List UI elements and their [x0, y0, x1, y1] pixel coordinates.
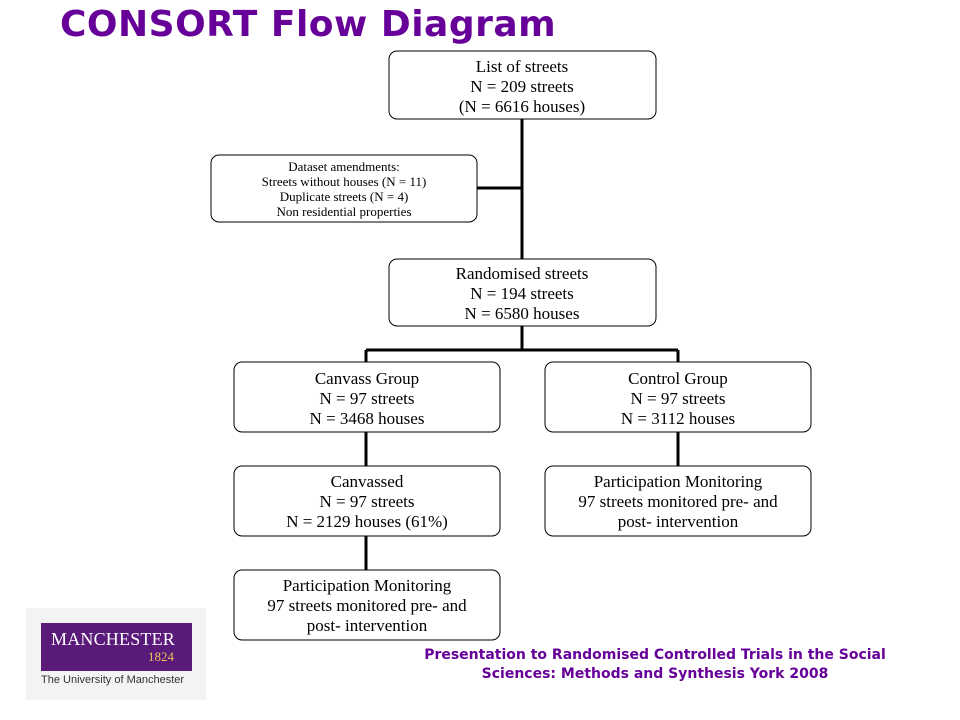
- box-text-line: N = 2129 houses (61%): [286, 512, 448, 531]
- box-canvassed: Canvassed N = 97 streets N = 2129 houses…: [233, 465, 501, 537]
- university-logo: MANCHESTER 1824 The University of Manche…: [26, 608, 206, 700]
- box-text-line: Non residential properties: [276, 204, 411, 219]
- box-text-line: 97 streets monitored pre- and: [267, 596, 467, 615]
- box-text-line: N = 3112 houses: [621, 409, 735, 428]
- box-canvass-group: Canvass Group N = 97 streets N = 3468 ho…: [233, 361, 501, 433]
- box-text-line: Participation Monitoring: [594, 472, 763, 491]
- box-text-line: 97 streets monitored pre- and: [578, 492, 778, 511]
- box-text-line: N = 194 streets: [470, 284, 574, 303]
- logo-name: MANCHESTER: [51, 629, 176, 649]
- box-text-line: N = 97 streets: [630, 389, 725, 408]
- box-text-line: N = 3468 houses: [310, 409, 425, 428]
- box-text-line: Streets without houses (N = 11): [262, 174, 427, 189]
- box-text-line: N = 209 streets: [470, 77, 574, 96]
- box-list-of-streets: List of streets N = 209 streets (N = 661…: [388, 50, 657, 120]
- footer-caption: Presentation to Randomised Controlled Tr…: [370, 646, 940, 684]
- box-participation-monitoring-canvass: Participation Monitoring 97 streets moni…: [233, 569, 501, 641]
- box-outline: [544, 465, 812, 537]
- box-dataset-amendments: Dataset amendments: Streets without hous…: [210, 154, 478, 223]
- box-outline: [544, 361, 812, 433]
- box-outline: [233, 569, 501, 641]
- box-text-line: Participation Monitoring: [283, 576, 452, 595]
- footer-line-2: Sciences: Methods and Synthesis York 200…: [481, 666, 829, 682]
- box-text-line: post- intervention: [618, 512, 739, 531]
- box-text-line: N = 6580 houses: [465, 304, 580, 323]
- logo-university-name: The University of Manchester: [41, 674, 185, 686]
- box-outline: [388, 50, 657, 120]
- logo-year: 1824: [148, 649, 174, 664]
- box-text-line: Dataset amendments:: [288, 159, 400, 174]
- box-text-line: Canvassed: [331, 472, 404, 491]
- box-outline: [233, 465, 501, 537]
- box-text-line: Control Group: [628, 369, 728, 388]
- box-control-group: Control Group N = 97 streets N = 3112 ho…: [544, 361, 812, 433]
- box-outline: [388, 258, 657, 327]
- box-text-line: N = 97 streets: [319, 389, 414, 408]
- box-outline: [233, 361, 501, 433]
- box-text-line: Canvass Group: [315, 369, 419, 388]
- box-text-line: N = 97 streets: [319, 492, 414, 511]
- logo-purple-block: MANCHESTER 1824: [41, 623, 192, 671]
- box-text-line: Duplicate streets (N = 4): [280, 189, 409, 204]
- slide-title: CONSORT Flow Diagram: [60, 4, 557, 45]
- box-participation-monitoring-control: Participation Monitoring 97 streets moni…: [544, 465, 812, 537]
- footer-line-1: Presentation to Randomised Controlled Tr…: [424, 647, 886, 663]
- box-outline: [210, 154, 478, 223]
- box-text-line: (N = 6616 houses): [459, 97, 585, 116]
- box-text-line: Randomised streets: [456, 264, 589, 283]
- connectors: [364, 119, 680, 570]
- box-text-line: List of streets: [476, 57, 569, 76]
- box-randomised-streets: Randomised streets N = 194 streets N = 6…: [388, 258, 657, 327]
- box-text-line: post- intervention: [307, 616, 428, 635]
